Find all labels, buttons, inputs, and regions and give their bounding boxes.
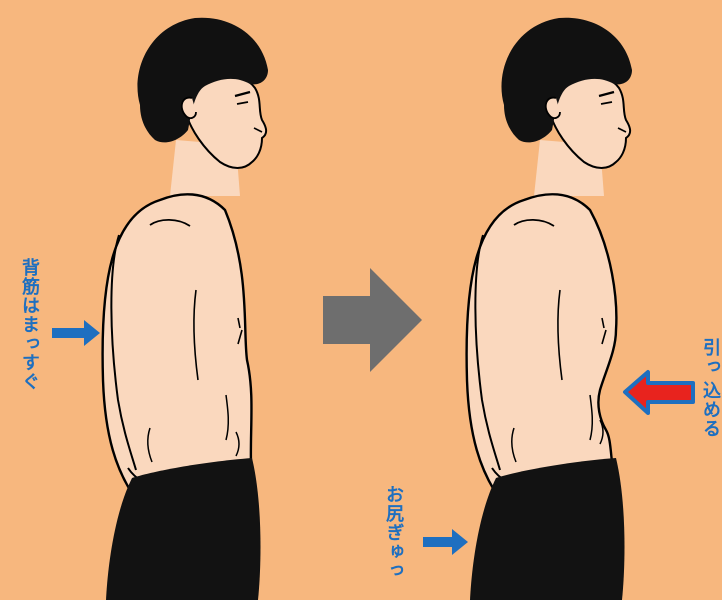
belly-pull-arrow-icon: [625, 372, 693, 413]
right-arrow-icon: [323, 268, 422, 372]
back-indicator-arrow-icon: [52, 320, 100, 346]
figure-before-torso: [103, 194, 252, 490]
label-pull-in-line1: 引っ: [700, 338, 720, 376]
hips-indicator-arrow-icon: [423, 529, 468, 555]
figure-after: [467, 18, 632, 600]
figure-after-torso: [467, 194, 617, 490]
label-pull-in-line2-visible: 込める: [700, 381, 720, 438]
label-back-straight: 背筋はまっすぐ: [19, 258, 39, 391]
figure-before: [103, 18, 268, 600]
label-hips-squeeze: お尻ぎゅっ: [383, 485, 403, 580]
